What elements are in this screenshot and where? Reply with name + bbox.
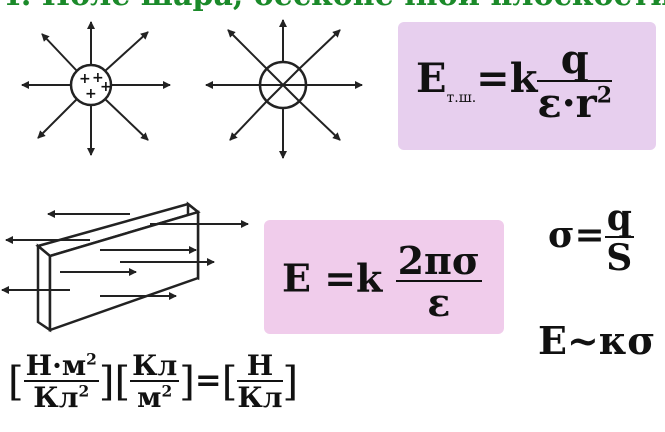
- numerator-base: Н·м: [25, 349, 87, 382]
- slide-title: 4. Поле шара, бесконечной плоскости: [0, 0, 665, 18]
- fraction-numerator: 2πσ: [395, 238, 482, 283]
- denominator-exponent: 2: [161, 382, 173, 401]
- fraction-denominator: S: [606, 237, 633, 279]
- formula-equals: =k: [324, 255, 383, 301]
- plus-sign: +: [92, 70, 104, 86]
- formula-symbol: σ=: [548, 214, 605, 256]
- fraction-numerator: q: [537, 40, 613, 82]
- fraction-denominator: Кл2: [24, 382, 99, 412]
- denominator-base: Кл: [33, 381, 79, 414]
- plate-field-lines: [1, 210, 249, 300]
- ball-formula-box: [398, 22, 656, 150]
- bracket-open: [: [221, 359, 238, 405]
- fraction-numerator: Н·м2: [23, 349, 99, 382]
- formula-symbol: E: [416, 55, 447, 102]
- formula-symbol: E: [282, 255, 311, 301]
- proportionality-formula: E~κσ: [538, 318, 656, 363]
- charged-plate-diagram: [35, 201, 201, 333]
- bracket-open: [: [8, 359, 24, 405]
- plane-formula-box: [264, 220, 504, 334]
- sphere-field-diagram: [205, 19, 363, 159]
- formula-equals: =: [194, 360, 222, 399]
- fraction-denominator: ε·r2: [537, 82, 612, 124]
- bracket-close: ]: [282, 359, 299, 405]
- numerator-exponent: 2: [86, 350, 97, 369]
- denominator-base: ε·r: [537, 80, 597, 127]
- ball-charges: + + + +: [79, 70, 112, 102]
- fraction-numerator: q: [604, 197, 634, 239]
- fraction-denominator: Кл: [237, 381, 283, 414]
- denominator-exponent: 2: [78, 382, 90, 401]
- fraction-numerator: Н: [237, 352, 283, 382]
- fraction-denominator: м2: [130, 382, 179, 412]
- charged-ball-diagram: [21, 21, 171, 156]
- denominator-exponent: 2: [596, 82, 613, 109]
- fraction-denominator: ε: [427, 280, 451, 325]
- formula-subscript: т.ш.: [446, 90, 477, 106]
- bracket-close: ]: [179, 359, 195, 405]
- plus-sign: +: [79, 71, 91, 87]
- plus-sign: +: [85, 86, 97, 102]
- formula-equals: =k: [476, 55, 538, 102]
- denominator-base: м: [137, 381, 162, 414]
- bracket-close: ]: [98, 359, 115, 405]
- bracket-open: [: [114, 359, 131, 405]
- fraction-numerator: Кл: [130, 349, 180, 382]
- plus-sign: +: [100, 79, 112, 95]
